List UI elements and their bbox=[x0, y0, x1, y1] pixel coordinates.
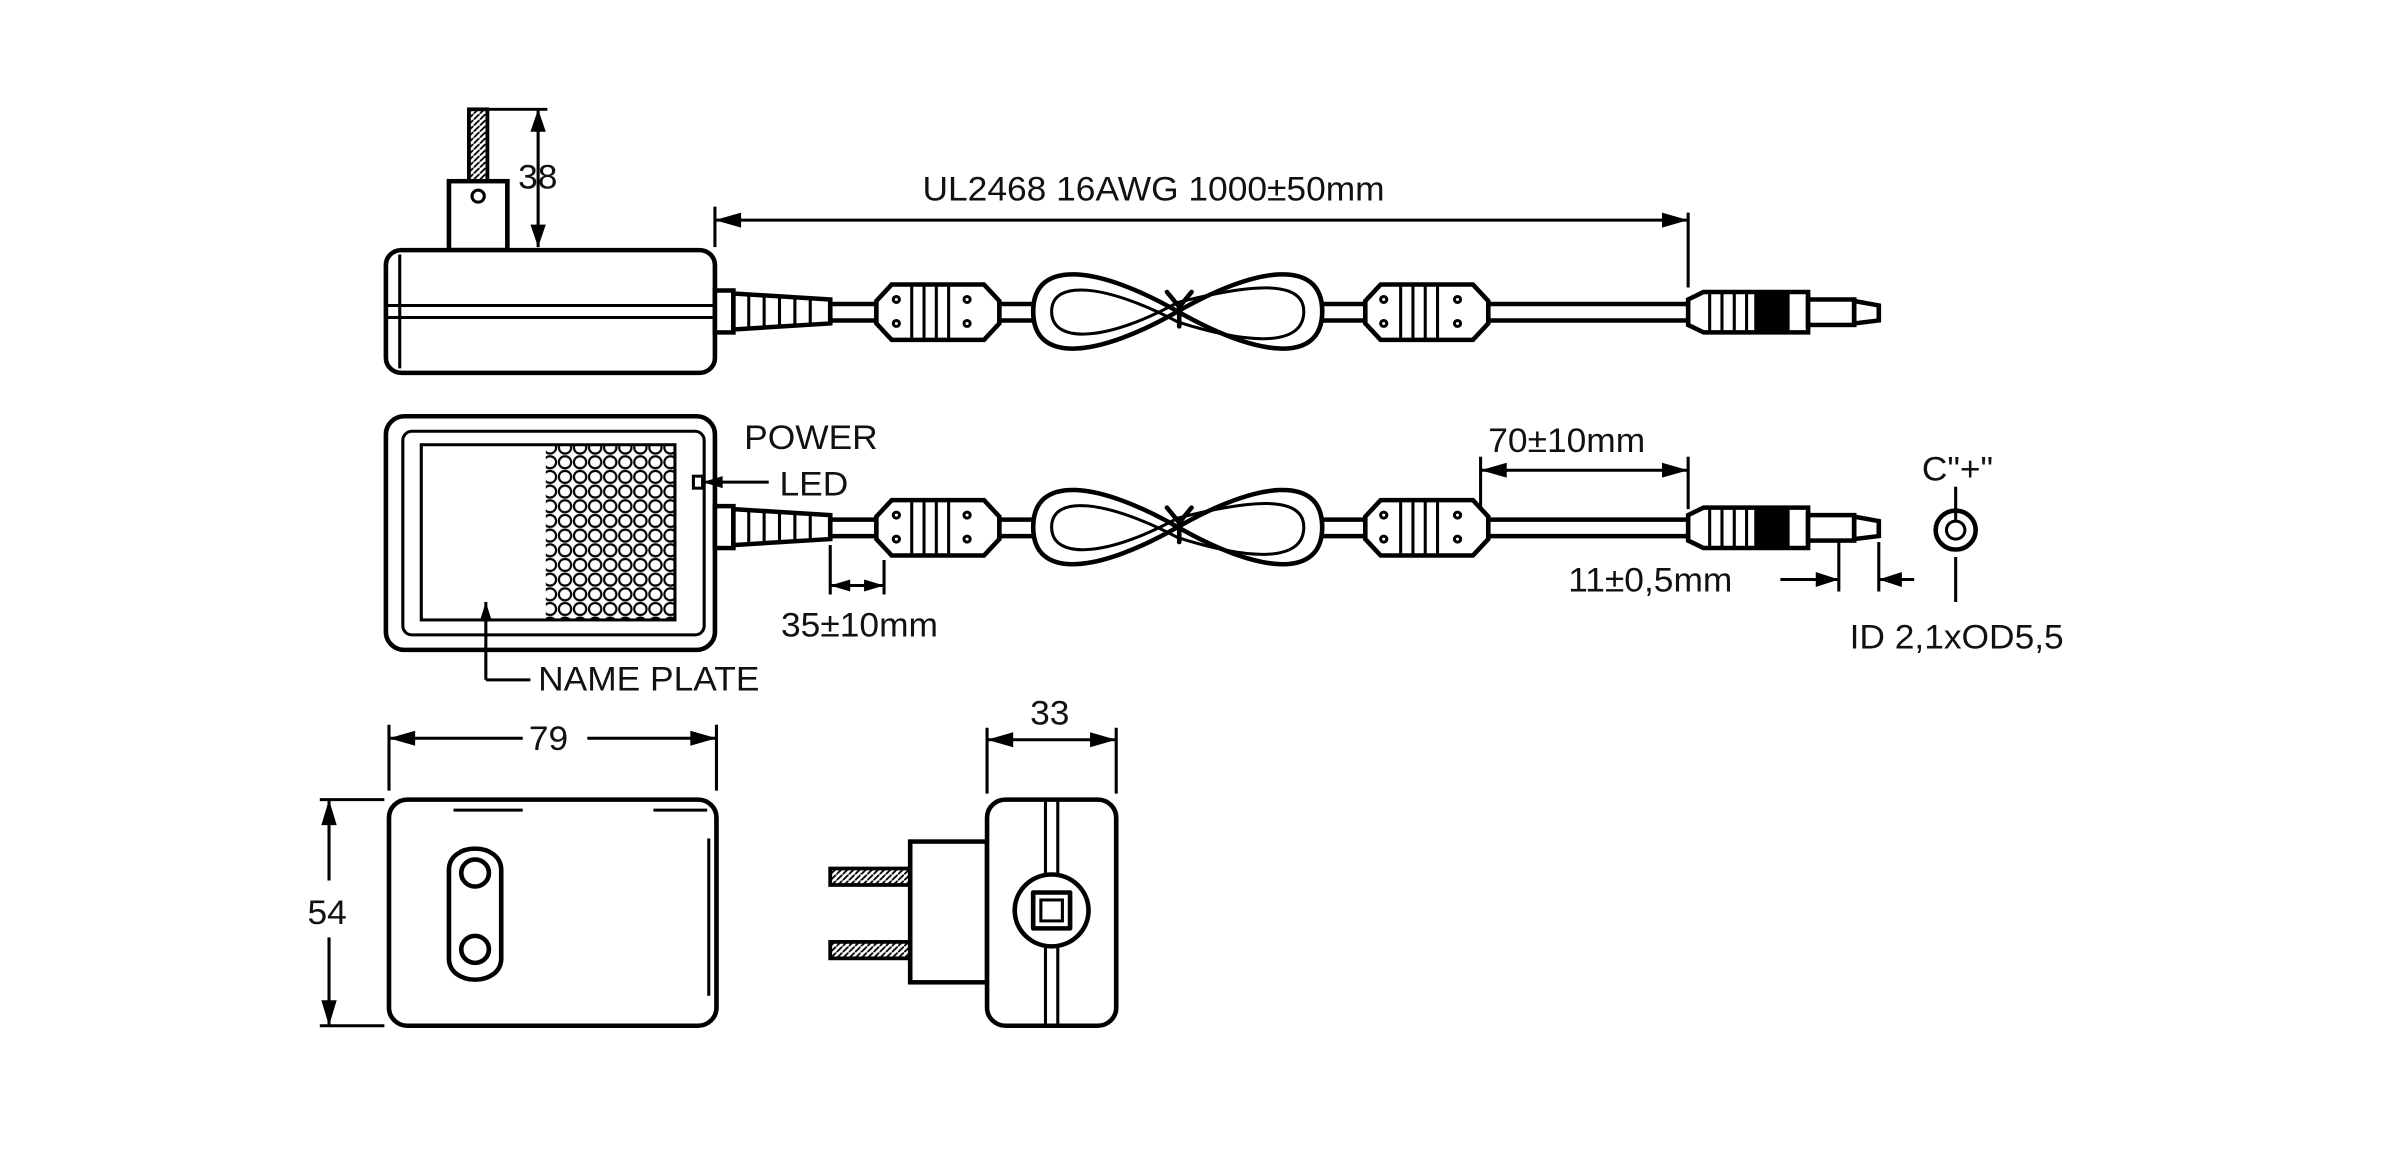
vent-grid bbox=[545, 444, 675, 620]
dimension-labels: 38 UL2468 16AWG 1000±50mm POWER LED 70±1… bbox=[307, 158, 2063, 932]
pin-lower bbox=[828, 940, 913, 961]
dc-plug-tip bbox=[1851, 298, 1882, 326]
adapter-body-bottom bbox=[386, 797, 719, 1028]
label-plug-length: 11±0,5mm bbox=[1568, 561, 1732, 599]
bottom-view bbox=[386, 797, 719, 1028]
label-depth: 33 bbox=[1030, 694, 1069, 732]
dimension-lines bbox=[319, 107, 1915, 1028]
plug-socket-outline bbox=[446, 846, 504, 982]
strain-relief bbox=[731, 291, 833, 332]
cable-loop bbox=[1030, 272, 1325, 351]
label-led: LED bbox=[780, 465, 849, 503]
label-width: 79 bbox=[529, 720, 568, 758]
label-name-plate: NAME PLATE bbox=[538, 660, 759, 698]
pin-top bbox=[467, 107, 490, 184]
label-ferrite-offset: 35±10mm bbox=[781, 606, 938, 644]
side-view-top bbox=[383, 107, 1882, 376]
front-view bbox=[383, 414, 1978, 653]
label-polarity: C"+" bbox=[1922, 450, 1993, 488]
end-view bbox=[828, 797, 1119, 1028]
label-height: 54 bbox=[307, 893, 346, 931]
label-pin-height: 38 bbox=[518, 158, 557, 196]
adapter-body-side bbox=[383, 247, 718, 376]
pin-upper bbox=[828, 866, 913, 887]
label-strain-relief-length: 70±10mm bbox=[1488, 422, 1645, 460]
label-cable-spec: UL2468 16AWG 1000±50mm bbox=[922, 170, 1384, 208]
dc-outlet bbox=[1012, 872, 1091, 949]
label-power: POWER bbox=[744, 419, 878, 457]
label-plug-size: ID 2,1xOD5,5 bbox=[1850, 618, 2064, 656]
